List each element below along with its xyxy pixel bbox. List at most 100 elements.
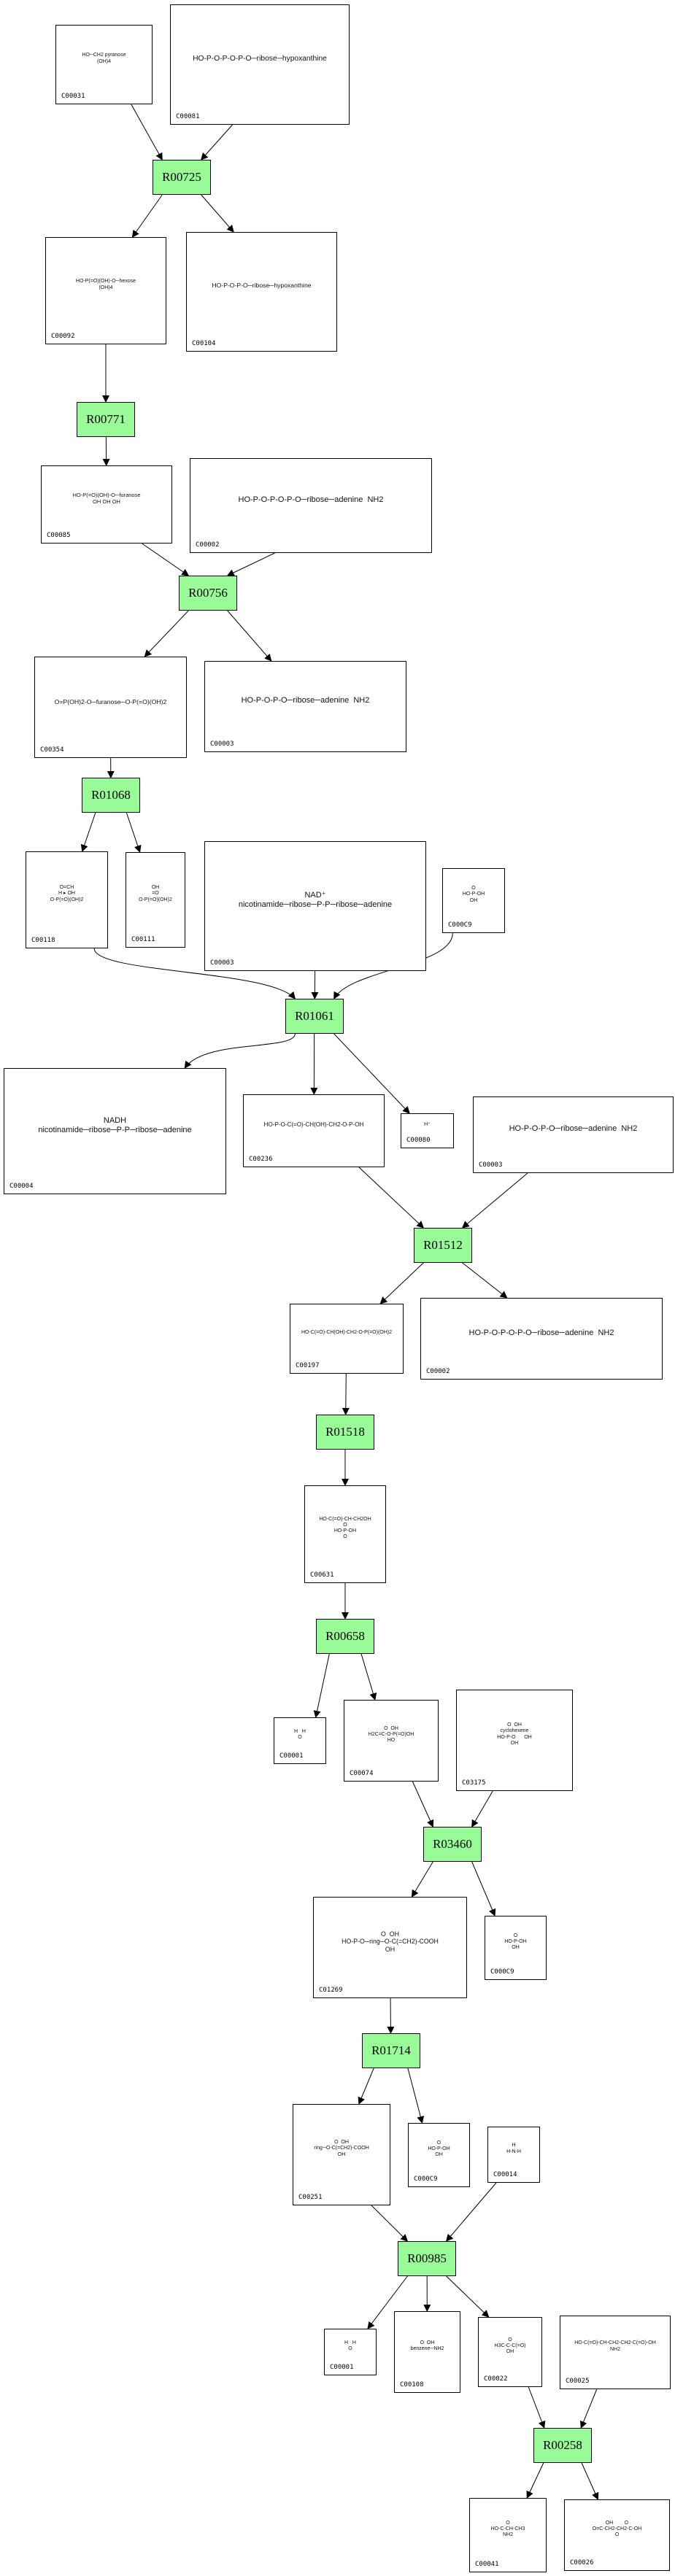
edge-arrow	[360, 1653, 377, 1701]
edge-arrow	[579, 2389, 598, 2429]
compound-node-c00080[interactable]: H⁺C00080	[401, 1113, 454, 1148]
compound-id-label: C00081	[176, 113, 200, 120]
compound-id-label: C00085	[47, 532, 71, 539]
edge-arrow	[371, 2205, 409, 2242]
structure-drawing: NAD⁺ nicotinamide─ribose─P-P─ribose─aden…	[238, 891, 393, 909]
compound-id-label: C00080	[406, 1137, 431, 1144]
reaction-node-r01512[interactable]: R01512	[414, 1228, 472, 1263]
compound-id-label: C00092	[51, 333, 75, 340]
compound-id-label: C00003	[210, 959, 234, 967]
compound-node-c03175[interactable]: O OH cyclohexene HO-P-O OH OH C03175	[456, 1690, 573, 1791]
edge-arrow	[581, 2462, 599, 2500]
structure-drawing: HO─CH2 pyranose (OH)4	[82, 53, 126, 64]
compound-node-c00003[interactable]: NAD⁺ nicotinamide─ribose─P-P─ribose─aden…	[204, 841, 426, 971]
edge-arrow	[407, 2068, 425, 2124]
reaction-node-r00756[interactable]: R00756	[179, 576, 237, 611]
edge-arrow	[184, 1033, 296, 1069]
structure-drawing: HO-P-O-C(=O)-CH(OH)-CH2-O-P-OH	[263, 1121, 364, 1129]
compound-id-label: C00025	[566, 2378, 590, 2385]
edge-arrow	[131, 104, 163, 160]
compound-id-label: C00108	[400, 2381, 424, 2389]
compound-id-label: C000C9	[490, 1968, 514, 1976]
structure-drawing: O OH cyclohexene HO-P-O OH OH	[497, 1722, 532, 1746]
reaction-node-r01061[interactable]: R01061	[285, 999, 344, 1034]
compound-id-label: C00236	[249, 1156, 273, 1163]
edge-arrow	[126, 812, 142, 853]
structure-drawing: HO-P(=O)(OH)-O─furanose OH OH OH	[72, 491, 141, 505]
structure-drawing: HO-C(=O)-CH-CH2OH O HO-P-OH O	[319, 1516, 371, 1540]
compound-id-label: C00111	[131, 936, 155, 943]
structure-drawing: O=CH H ▸ OH O-P(=O)(OH)2	[50, 885, 84, 902]
edge-arrow	[462, 1262, 508, 1299]
reaction-node-r00658[interactable]: R00658	[316, 1619, 374, 1654]
reaction-node-r03460[interactable]: R03460	[423, 1827, 482, 1862]
structure-drawing: HO-P-O-P-O-P-O─ribose─adenine NH2	[238, 495, 384, 504]
compound-node-c00085[interactable]: HO-P(=O)(OH)-O─furanose OH OH OH C00085	[41, 465, 172, 544]
edge-arrow	[142, 543, 190, 576]
compound-id-label: C00001	[279, 1752, 304, 1760]
compound-node-c00004[interactable]: NADH nicotinamide─ribose─P-P─ribose─aden…	[4, 1068, 226, 1194]
reaction-node-r01518[interactable]: R01518	[316, 1415, 374, 1450]
structure-drawing: O OH benzene─NH2	[410, 2340, 444, 2351]
structure-drawing: H H O	[294, 1728, 306, 1740]
compound-id-label: C000C9	[448, 921, 472, 929]
edge-arrow	[342, 1373, 350, 1415]
reaction-node-r01714[interactable]: R01714	[362, 2033, 420, 2068]
edge-arrow	[446, 2275, 490, 2318]
structure-drawing: NADH nicotinamide─ribose─P-P─ribose─aden…	[38, 1115, 192, 1134]
reaction-node-r00725[interactable]: R00725	[153, 160, 211, 195]
edge-arrow	[446, 2182, 497, 2242]
edge-arrow	[367, 2275, 408, 2329]
reaction-node-r00985[interactable]: R00985	[398, 2241, 456, 2276]
compound-id-label: C00074	[350, 1770, 374, 1777]
edge-arrow	[526, 2462, 544, 2499]
edge-arrow	[461, 1172, 528, 1229]
edge-arrow	[333, 1033, 410, 1114]
compound-node-c00236[interactable]: HO-P-O-C(=O)-CH(OH)-CH2-O-P-OH C00236	[243, 1094, 385, 1167]
structure-drawing: OH O O=C-CH2-CH2-C-OH O	[592, 2520, 642, 2538]
reaction-node-r00771[interactable]: R00771	[77, 402, 135, 437]
compound-id-label: C00354	[40, 746, 64, 754]
edge-arrow	[411, 1861, 433, 1898]
compound-id-label: C00022	[484, 2375, 508, 2383]
compound-id-label: C03175	[462, 1779, 486, 1787]
reaction-node-r01068[interactable]: R01068	[82, 778, 140, 813]
edge-arrow	[226, 552, 275, 576]
compound-id-label: C00003	[210, 740, 234, 748]
edge-arrow	[358, 2068, 374, 2105]
compound-id-label: C00118	[31, 937, 55, 944]
structure-drawing: O HO-P-OH OH	[428, 2140, 450, 2158]
reaction-node-r00258[interactable]: R00258	[533, 2428, 592, 2463]
compound-node-c00001[interactable]: H H O C00001	[274, 1717, 326, 1764]
structure-drawing: O=P(OH)2-O─furanose─O-P(=O)(OH)2	[54, 697, 167, 705]
edge-arrow	[528, 2386, 546, 2429]
compound-id-label: C00003	[479, 1161, 503, 1169]
structure-drawing: O OH ring─O-C(=CH2)-COOH OH	[314, 2140, 369, 2157]
